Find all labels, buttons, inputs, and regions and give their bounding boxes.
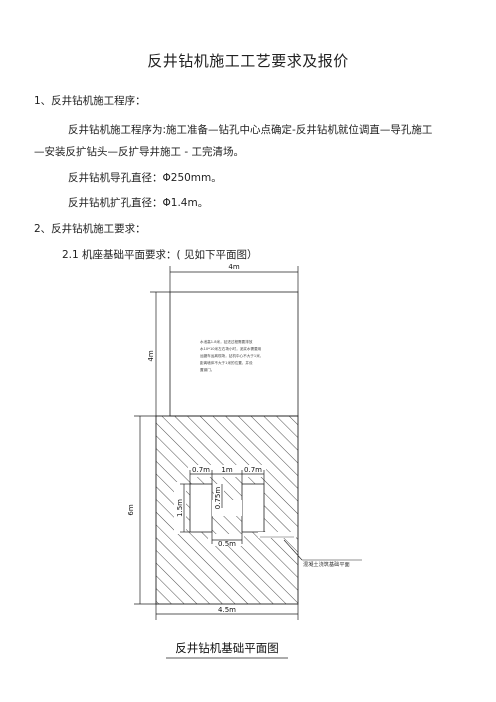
right-hole [241,483,265,533]
dim-hole-widths: 0.7m 1m 0.7m [188,465,266,484]
procedure-line-2: —安装反扩钻头—反扩导井施工 - 工完清场。 [34,146,244,158]
dim-lower-height-label: 6m [127,504,135,515]
dim-hole-height-label: 1.5m [176,499,184,517]
note-line-0: 水池高1.8米，钻进过程需要排放 [200,339,253,344]
dim-bottom-width: 4.5m [155,604,299,620]
left-hole [189,483,213,533]
dim-hole-base: 0.5m [208,532,244,548]
pilot-hole-diameter: 反井钻机导孔直径：Φ250mm。 [68,172,222,184]
ream-hole-diameter: 反井钻机扩孔直径：Φ1.4m。 [68,197,209,209]
note-line-3: 距离墙体不大于1米的位置，并设 [200,360,253,365]
dim-hole-left-label: 0.7m [192,466,210,474]
drawing-caption: 反井钻机基础平面图 [175,641,279,655]
procedure-line-1: 反井钻机施工程序为:施工准备—钻孔中心点确定-反井钻机就位调直—导孔施工 [68,124,433,136]
note-line-2: 运罐车运离现场，钻机中心不大于1米， [200,353,263,358]
small-annotation [258,532,296,538]
dim-hole-height: 1.5m [174,482,190,534]
document-title: 反井钻机施工工艺要求及报价 [147,52,349,70]
dim-hole-base-label: 0.5m [218,540,236,548]
dim-hole-right-label: 0.7m [244,466,262,474]
note-line-1: 水10*10米左右场小时，泥浆水需要用 [200,346,262,351]
dim-bottom-width-label: 4.5m [218,606,236,614]
legend-label: 混凝土浇筑基础平面 [303,560,350,568]
dim-hole-gap-label: 1m [221,466,232,474]
section2-1-subheading: 2.1 机座基础平面要求：( 见如下平面图） [62,249,258,261]
note-line-4: 置钢门。 [200,367,214,372]
dim-top-width-label: 4m [228,263,239,271]
dim-hole-offset-label: 0.75m [214,487,222,510]
dim-upper-height: 4m [147,291,170,416]
legend-leader: 混凝土浇筑基础平面 [283,539,362,568]
dim-hole-offset: 0.75m [214,484,224,514]
section1-heading: 1、反井钻机施工程序： [34,95,146,107]
drawing-note: 水池高1.8米，钻进过程需要排放 水10*10米左右场小时，泥浆水需要用 运罐车… [200,339,263,372]
section2-heading: 2、反井钻机施工要求： [34,223,146,235]
dim-upper-height-label: 4m [147,350,155,361]
dim-lower-height: 6m [127,415,156,605]
dim-top-width: 4m [169,263,299,292]
